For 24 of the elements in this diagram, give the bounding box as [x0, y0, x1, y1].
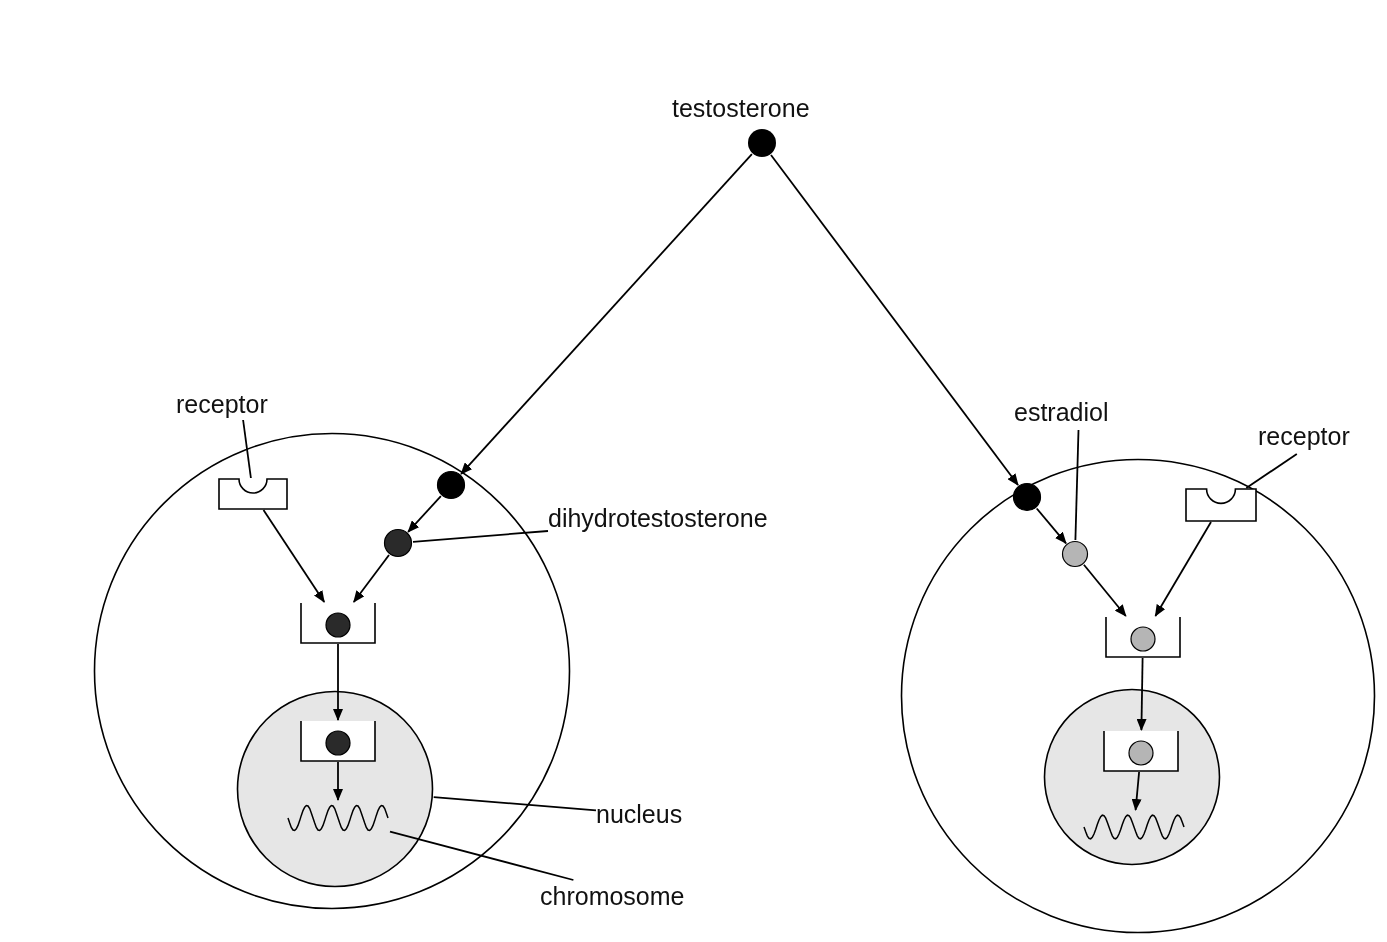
arrow: [1136, 657, 1147, 731]
arrow: [460, 153, 753, 475]
arrow: [1035, 507, 1067, 545]
part-label: nucleus: [596, 798, 708, 832]
leader-line: [1245, 453, 1298, 489]
arrow: [770, 154, 1019, 486]
arrow: [1083, 563, 1127, 617]
part-label: estradiol: [1014, 396, 1144, 430]
leader-line: [412, 530, 549, 543]
part-label: receptor: [1258, 420, 1386, 454]
leader-line: [389, 830, 575, 881]
arrow: [262, 509, 326, 603]
arrow: [1131, 771, 1142, 811]
molecule-label: testosterone: [672, 93, 810, 124]
part-label: receptor: [176, 388, 306, 420]
leader-line: [432, 796, 597, 812]
arrow: [333, 643, 343, 721]
arrow: [352, 554, 390, 603]
arrow: [407, 495, 442, 533]
part-label: chromosome: [540, 880, 736, 914]
leader-line: [1074, 429, 1080, 541]
arrow: [333, 761, 343, 801]
arrow: [1154, 521, 1212, 617]
part-label: dihydrotestosterone: [548, 502, 848, 536]
